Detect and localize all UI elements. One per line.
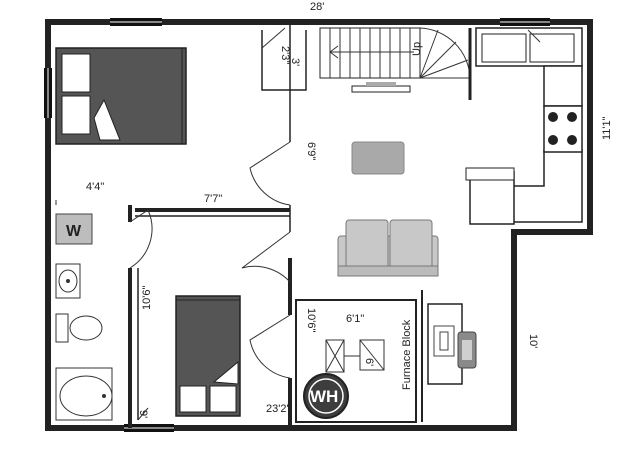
dim-right-lower: 10' xyxy=(527,334,539,348)
bathtub xyxy=(55,367,113,421)
furnace-block-label: Furnace Block xyxy=(401,319,413,390)
dim-bedroom2-wall: 10'6" xyxy=(141,286,153,310)
dim-furnace-width: 6'1" xyxy=(346,313,364,325)
dim-furnace-stair: 6' xyxy=(363,358,375,366)
washer-label: W xyxy=(66,223,82,240)
stairs-up-label: Up xyxy=(411,42,423,56)
window-bottom xyxy=(124,424,174,432)
water-heater: WH xyxy=(303,373,349,419)
dim-bottom-center: 23'2" xyxy=(266,403,290,415)
bed-1 xyxy=(55,47,187,145)
washer: W xyxy=(55,213,93,245)
desk xyxy=(427,303,477,385)
stairs: Up xyxy=(319,27,472,100)
furnace-block: Furnace Block xyxy=(325,319,413,390)
door-swings xyxy=(129,27,291,421)
dim-bottom-left: 9' xyxy=(137,410,149,418)
stove xyxy=(543,105,583,153)
window-left xyxy=(44,68,52,118)
dim-bedroom-divider: 7'7" xyxy=(204,193,222,205)
water-heater-label: WH xyxy=(310,387,338,406)
dim-bedroom-top-hall: 4'4" xyxy=(86,181,104,193)
window-top-left xyxy=(110,18,162,26)
toilet xyxy=(55,313,103,343)
sofa xyxy=(337,219,439,277)
dim-furnace-height: 10'6" xyxy=(305,308,317,332)
dim-closet-small: 3' xyxy=(289,58,301,66)
dim-living-door: 6'9" xyxy=(305,142,317,160)
dim-right-upper: 11'1" xyxy=(601,116,613,140)
tv xyxy=(351,82,411,93)
dim-closet: 2'3" xyxy=(279,46,291,64)
interior-walls xyxy=(55,22,423,428)
exterior-walls xyxy=(45,19,593,431)
kitchen-counter xyxy=(465,27,583,225)
dim-top-width: 28' xyxy=(310,1,324,13)
coffee-table xyxy=(351,141,405,175)
window-top-right xyxy=(500,18,550,26)
bed-2 xyxy=(175,295,241,417)
dimension-labels: 28' 11'1" 10' 4'4" 7'7" 2'3" 3' 6'9" 10'… xyxy=(86,1,613,418)
sink xyxy=(55,263,81,299)
